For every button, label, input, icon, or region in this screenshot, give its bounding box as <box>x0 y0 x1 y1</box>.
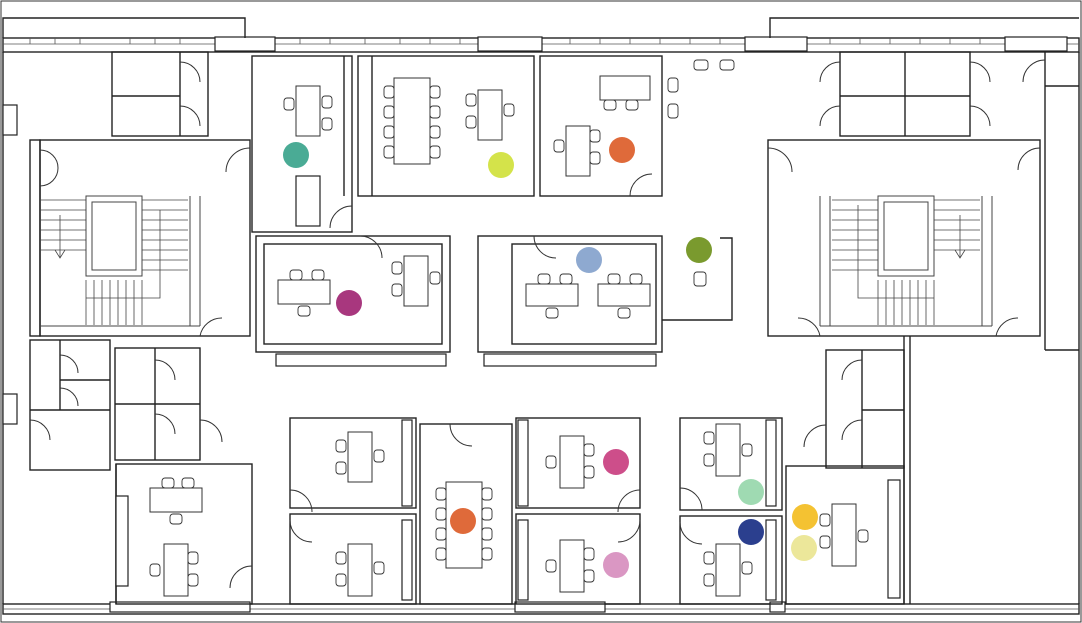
room-marker-m7 <box>603 449 629 475</box>
room-markers <box>283 137 818 578</box>
room-marker-m12 <box>791 535 817 561</box>
upper-offices <box>251 55 735 367</box>
room-marker-m6 <box>336 290 362 316</box>
room-marker-m3 <box>609 137 635 163</box>
room-marker-m10 <box>792 504 818 530</box>
kitchen-chairs <box>667 59 735 119</box>
room-marker-m2 <box>488 152 514 178</box>
room-marker-m1 <box>283 142 309 168</box>
left-core <box>29 51 251 471</box>
lower-offices <box>115 417 905 605</box>
room-marker-m5 <box>686 237 712 263</box>
room-marker-m13 <box>603 552 629 578</box>
room-marker-m8 <box>738 479 764 505</box>
room-marker-m4 <box>576 247 602 273</box>
right-core <box>767 51 1046 604</box>
room-marker-m11 <box>738 519 764 545</box>
room-marker-m9 <box>450 508 476 534</box>
